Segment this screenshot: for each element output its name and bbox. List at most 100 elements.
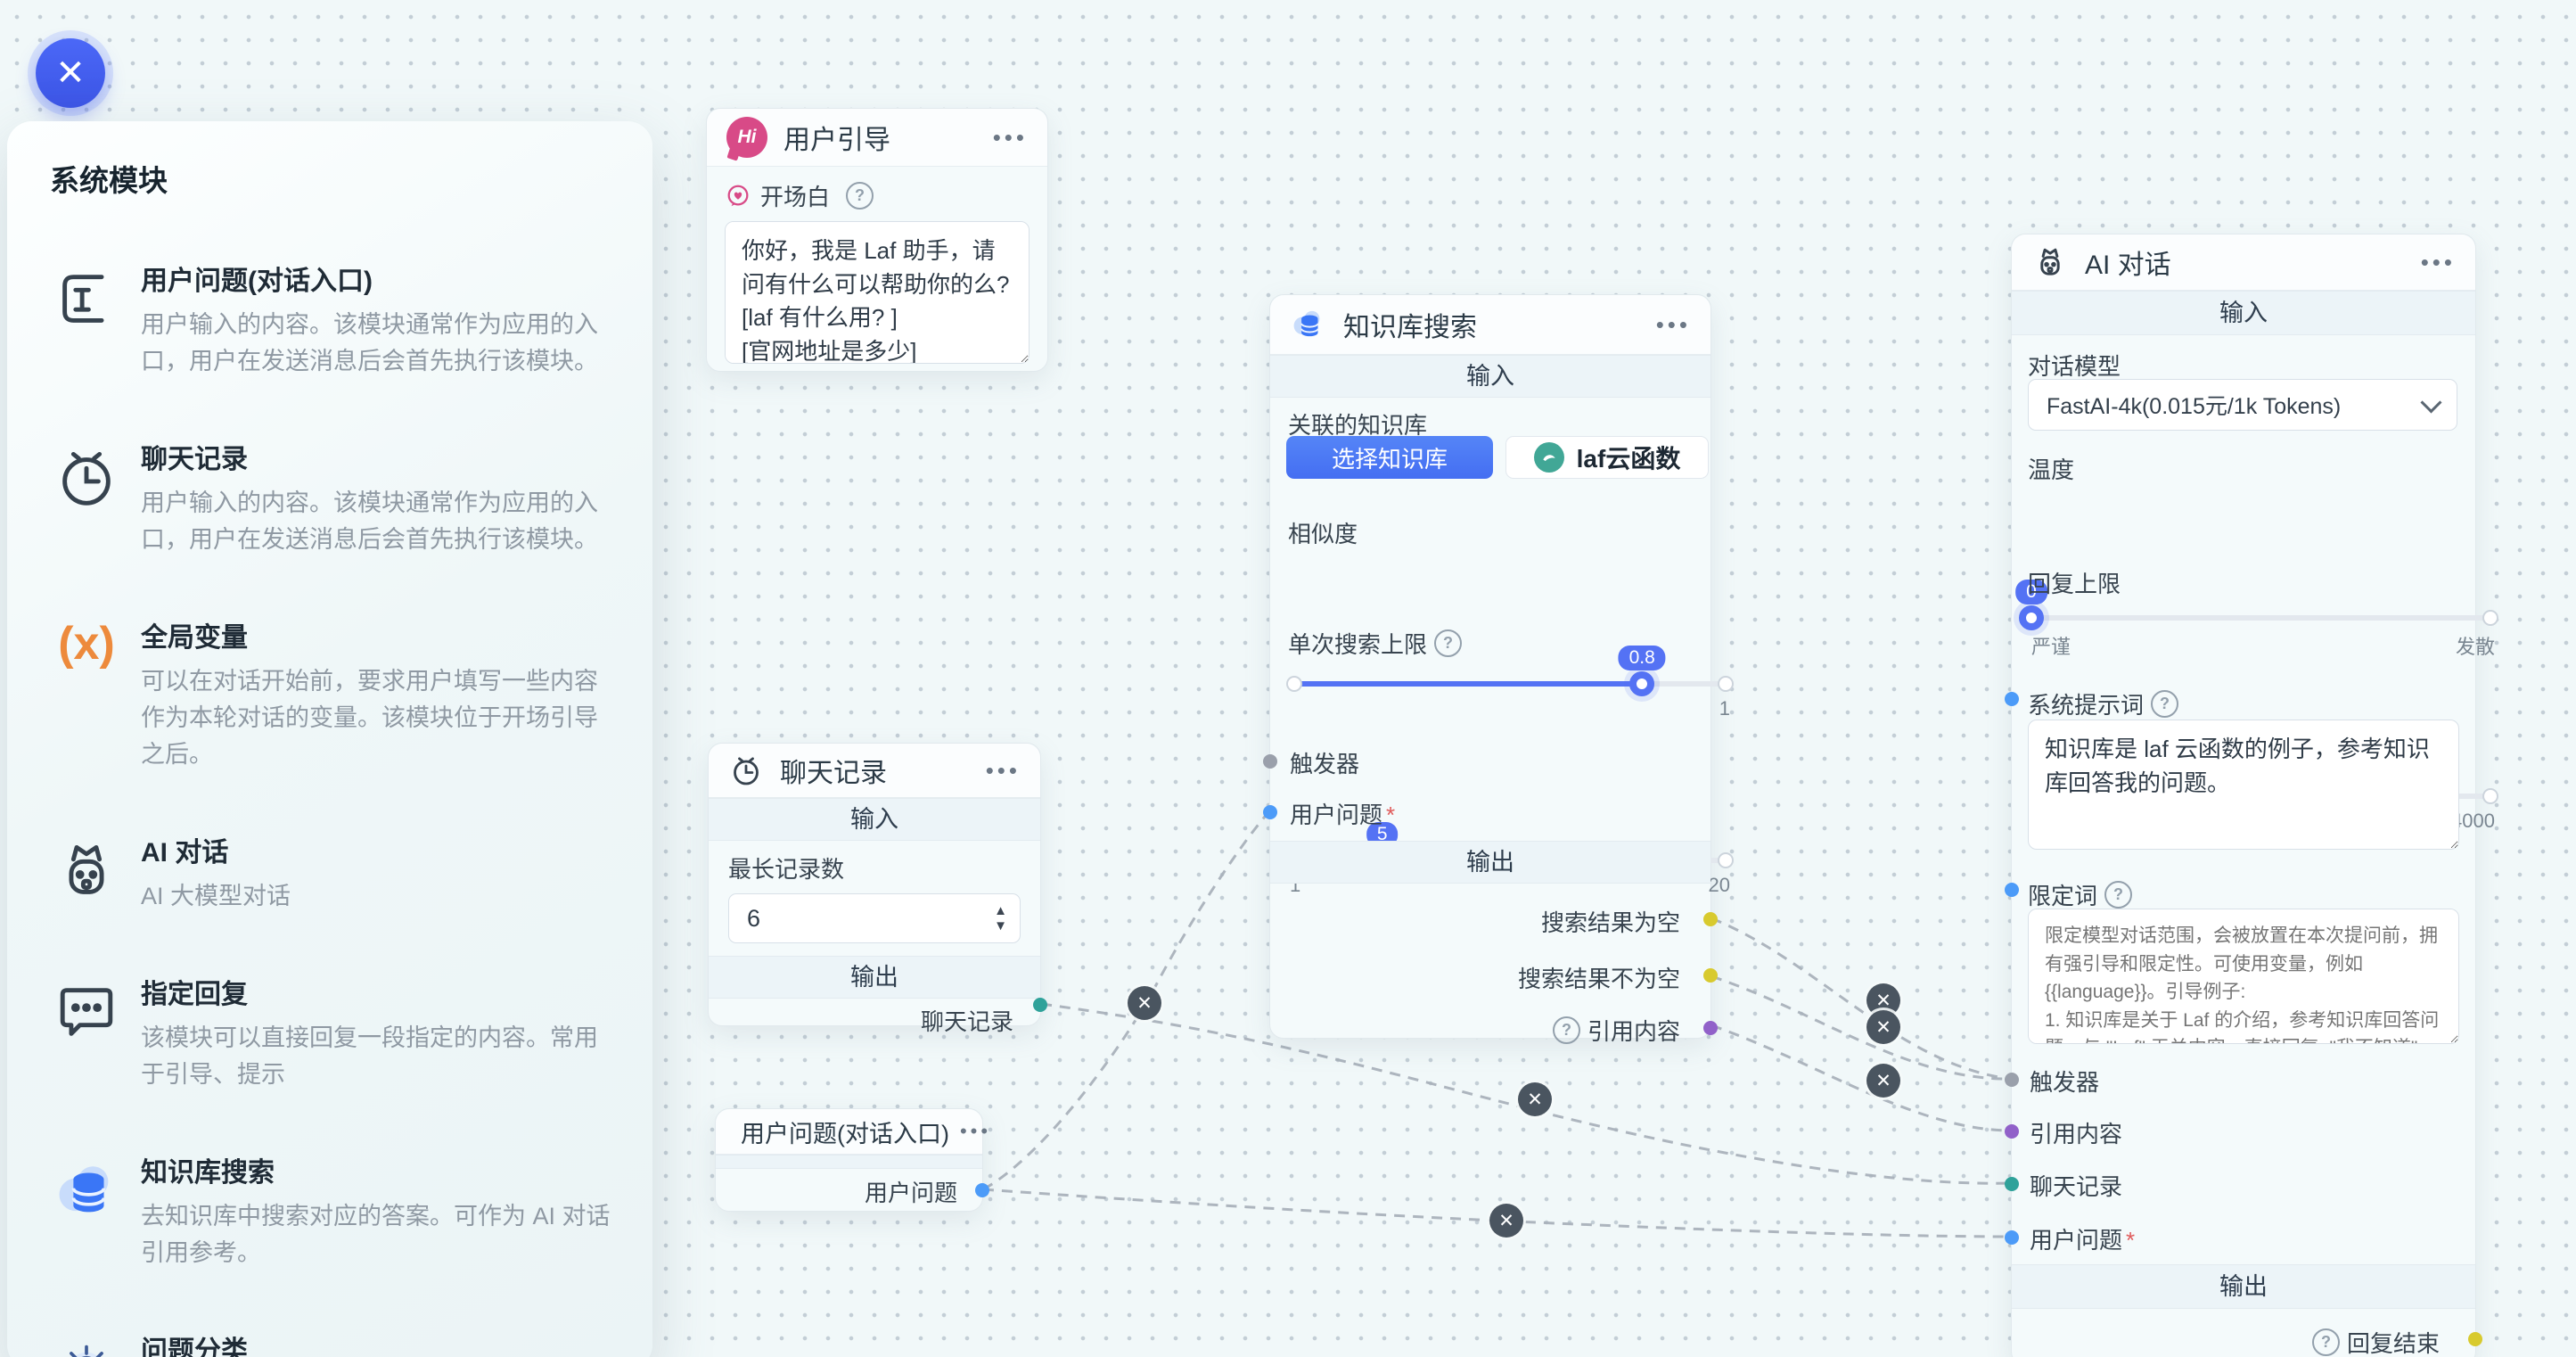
- node-kb-search[interactable]: 知识库搜索 ••• 输入 关联的知识库 选择知识库 laf云函数 相似度 0.8…: [1263, 294, 1734, 1045]
- bulb-icon: [32, 1328, 141, 1357]
- trigger-input-label: 触发器: [1290, 751, 1360, 777]
- module-title: AI 对话: [141, 838, 229, 868]
- node-title: AI 对话: [2085, 251, 2171, 280]
- database-icon: [1293, 310, 1320, 337]
- model-label: 对话模型: [2028, 353, 2121, 380]
- reply-bubble-icon: [32, 972, 141, 1093]
- sidebar-item-chat-history[interactable]: 聊天记录 用户输入的内容。该模块通常作为应用的入口，用户在发送消息后会首先执行该…: [32, 437, 626, 558]
- more-menu-icon[interactable]: •••: [959, 1120, 992, 1142]
- port-history-out[interactable]: [1033, 998, 1047, 1012]
- sidebar-item-kb-search[interactable]: 知识库搜索 去知识库中搜索对应的答案。可作为 AI 对话引用参考。: [32, 1150, 626, 1271]
- select-kb-button[interactable]: 选择知识库: [1286, 436, 1493, 479]
- section-output: 输出: [2012, 1264, 2475, 1309]
- edge-delete-icon[interactable]: ✕: [1866, 1010, 1900, 1044]
- help-icon[interactable]: ?: [2104, 881, 2133, 909]
- help-icon[interactable]: ?: [2151, 690, 2179, 718]
- close-button[interactable]: ✕: [36, 38, 105, 108]
- port-quote-in[interactable]: [2005, 1124, 2019, 1139]
- trigger-input-label: 触发器: [2030, 1069, 2100, 1096]
- node-chat-history[interactable]: 聊天记录 ••• 输入 最长记录数 6 ▲ ▼ 输出 聊天记录: [708, 743, 1047, 1035]
- edge-delete-icon[interactable]: ✕: [1128, 986, 1161, 1020]
- spinner-down-icon[interactable]: ▼: [994, 918, 1007, 933]
- chevron-down-icon: [2420, 391, 2442, 414]
- section-input: 输入: [709, 798, 1040, 841]
- max-records-input[interactable]: 6 ▲ ▼: [728, 893, 1021, 943]
- question-input-label-row: 用户问题*: [1290, 802, 1396, 828]
- more-menu-icon[interactable]: •••: [985, 757, 1021, 784]
- more-menu-icon[interactable]: •••: [2420, 249, 2456, 276]
- module-desc: 用户输入的内容。该模块通常作为应用的入口，用户在发送消息后会首先执行该模块。: [141, 489, 598, 554]
- port-trigger-in[interactable]: [1263, 754, 1277, 769]
- clock-icon: [734, 757, 759, 785]
- port-empty-out[interactable]: [1703, 912, 1718, 926]
- spinner-up-icon[interactable]: ▲: [994, 903, 1007, 918]
- port-not-empty-out[interactable]: [1703, 968, 1718, 983]
- node-ai-chat[interactable]: AI 对话 ••• 输入 对话模型 FastAI-4k(0.015元/1k To…: [2005, 234, 2498, 1357]
- help-icon[interactable]: ?: [2311, 1328, 2340, 1356]
- database-icon: [32, 1150, 141, 1271]
- system-prompt-label-row: 系统提示词 ?: [2028, 687, 2179, 720]
- module-title: 全局变量: [141, 623, 248, 654]
- robot-icon: [2040, 248, 2060, 276]
- sidebar-item-ai-chat[interactable]: AI 对话 AI 大模型对话: [32, 830, 626, 915]
- module-title: 指定回复: [141, 980, 248, 1010]
- more-menu-icon[interactable]: •••: [1655, 311, 1691, 338]
- edge-delete-icon[interactable]: ✕: [1489, 1204, 1523, 1238]
- node-title: 用户问题(对话入口): [741, 1120, 949, 1147]
- module-desc: 该模块可以直接回复一段指定的内容。常用于引导、提示: [141, 1024, 598, 1089]
- ibeam-icon: [32, 259, 141, 380]
- port-limit-word-in[interactable]: [2005, 883, 2019, 897]
- system-modules-panel: 系统模块 用户问题(对话入口) 用户输入的内容。该模块通常作为应用的入口，用户在…: [7, 121, 652, 1357]
- port-question-out[interactable]: [975, 1183, 989, 1197]
- out-empty-label: 搜索结果为空: [1540, 909, 1680, 936]
- port-quote-out[interactable]: [1703, 1021, 1718, 1035]
- port-system-prompt-in[interactable]: [2005, 692, 2019, 706]
- system-prompt-textarea[interactable]: 知识库是 laf 云函数的例子，参考知识库回答我的问题。: [2028, 720, 2459, 850]
- more-menu-icon[interactable]: •••: [992, 124, 1028, 151]
- help-icon[interactable]: ?: [1552, 1016, 1580, 1044]
- edge-delete-icon[interactable]: ✕: [1518, 1082, 1552, 1116]
- dataset-label: 关联的知识库: [1288, 412, 1428, 439]
- question-input-label-row: 用户问题*: [2030, 1227, 2136, 1254]
- help-icon[interactable]: ?: [1434, 629, 1463, 657]
- section-output: 输出: [709, 956, 1040, 999]
- port-question-in[interactable]: [1263, 805, 1277, 819]
- edge-delete-icon[interactable]: ✕: [1866, 1064, 1900, 1098]
- similarity-slider[interactable]: 0.8 1: [1286, 646, 1734, 720]
- module-title: 聊天记录: [141, 445, 248, 475]
- node-user-guide[interactable]: Hi 用户引导 ••• 开场白 ? 你好，我是 Laf 助手，请问有什么可以帮助…: [706, 108, 1048, 372]
- port-trigger-in[interactable]: [2005, 1073, 2019, 1087]
- node-user-question[interactable]: 用户问题(对话入口) ••• 用户问题: [715, 1108, 989, 1212]
- quote-input-label: 引用内容: [2030, 1121, 2123, 1147]
- slider-thumb[interactable]: [2019, 605, 2044, 630]
- node-title: 聊天记录: [780, 759, 887, 788]
- output-history-label: 聊天记录: [920, 1007, 1013, 1035]
- sidebar-item-global-variable[interactable]: (x) 全局变量 可以在对话开始前，要求用户填写一些内容作为本轮对话的变量。该模…: [32, 615, 626, 773]
- temperature-slider[interactable]: 0 严谨发散: [2015, 580, 2498, 658]
- module-desc: 用户输入的内容。该模块通常作为应用的入口，用户在发送消息后会首先执行该模块。: [141, 311, 598, 375]
- temperature-label: 温度: [2028, 456, 2075, 483]
- sidebar-item-question-classify[interactable]: 问题分类 可以判断用户问题属于哪方面问题，从而执行不同的操作。: [32, 1328, 626, 1357]
- section-input: 输入: [2012, 291, 2475, 335]
- slider-thumb[interactable]: [1629, 671, 1655, 696]
- sidebar-item-fixed-reply[interactable]: 指定回复 该模块可以直接回复一段指定的内容。常用于引导、提示: [32, 972, 626, 1093]
- port-done-out[interactable]: [2468, 1332, 2482, 1346]
- variable-icon: (x): [58, 618, 115, 670]
- limit-word-textarea[interactable]: [2028, 909, 2459, 1044]
- sidebar-item-user-question[interactable]: 用户问题(对话入口) 用户输入的内容。该模块通常作为应用的入口，用户在发送消息后…: [32, 259, 626, 380]
- close-icon: ✕: [55, 53, 86, 93]
- hi-avatar: Hi: [726, 117, 767, 158]
- opener-textarea[interactable]: 你好，我是 Laf 助手，请问有什么可以帮助你的么? [laf 有什么用? ] …: [725, 221, 1030, 364]
- out-quote-label-row: ? 引用内容: [1552, 1014, 1680, 1047]
- opener-heart-icon: [727, 185, 749, 206]
- module-title: 用户问题(对话入口): [141, 267, 373, 296]
- node-title: 知识库搜索: [1343, 313, 1477, 342]
- port-history-in[interactable]: [2005, 1177, 2019, 1191]
- model-select[interactable]: FastAI-4k(0.015元/1k Tokens): [2028, 379, 2457, 431]
- port-question-in[interactable]: [2005, 1230, 2019, 1245]
- dataset-chip[interactable]: laf云函数: [1505, 436, 1709, 479]
- robot-icon: [32, 830, 141, 915]
- edge-kb-notempty-to-ai-trigger: [1710, 975, 2012, 1081]
- help-icon[interactable]: ?: [846, 182, 874, 210]
